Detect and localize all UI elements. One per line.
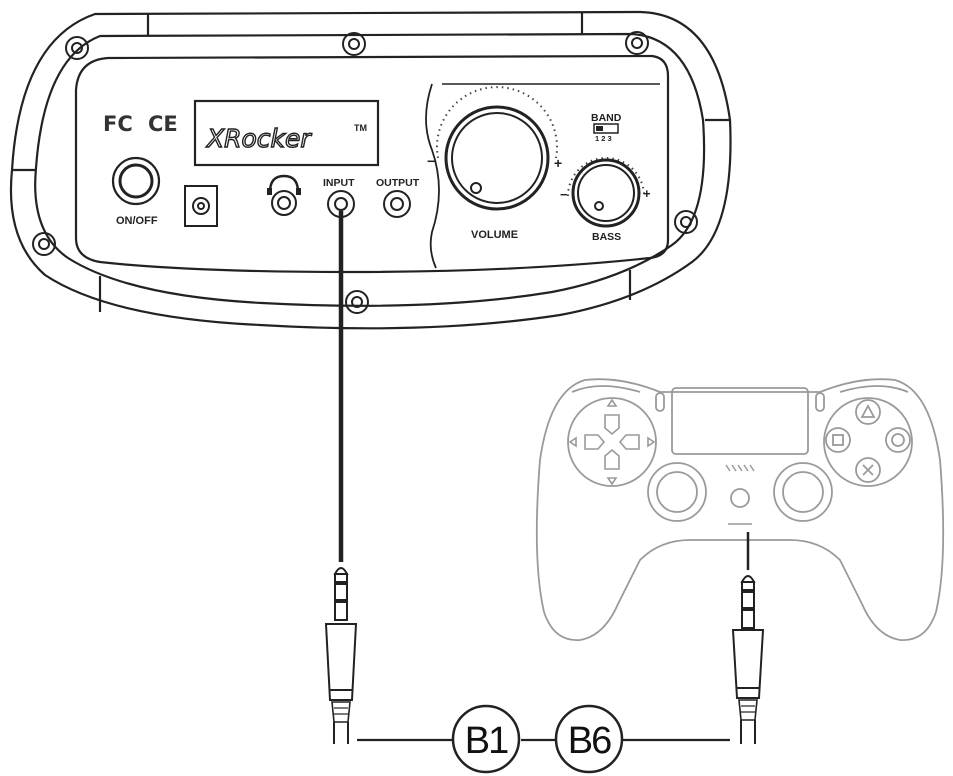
headphone-jack[interactable] [271,190,297,216]
ps-button[interactable] [730,488,750,508]
bass-label: BASS [592,231,621,243]
on-off-label: ON/OFF [116,215,158,227]
share-button[interactable] [655,392,665,412]
game-controller [535,378,945,641]
left-analog-stick[interactable] [647,462,707,522]
trademark-symbol: TM [354,123,367,133]
callout-b1-label: B1 [465,720,508,762]
controls-divider [425,83,440,269]
options-button[interactable] [815,392,825,412]
volume-plus-sign: + [554,155,562,171]
power-button[interactable] [111,156,161,206]
dc-power-jack[interactable] [184,185,218,227]
square-button-icon[interactable] [825,427,851,453]
input-label: INPUT [323,177,355,189]
band-switch[interactable] [593,123,619,134]
screw [625,31,649,55]
callout-b1: B1 [451,704,521,774]
screw [345,290,369,314]
touchpad[interactable] [671,387,809,455]
cross-button-icon[interactable] [855,457,881,483]
fc-mark: FC [103,112,133,136]
control-panel [9,10,732,330]
output-label: OUTPUT [376,177,420,189]
panel-face [74,54,670,274]
volume-label: VOLUME [471,229,518,241]
speaker-grille [725,464,755,472]
output-jack[interactable] [383,190,411,218]
controller-body [535,378,945,641]
bass-plus-sign: + [643,186,651,201]
circle-button-icon[interactable] [885,427,911,453]
volume-minus-sign: − [427,153,435,169]
callout-b6: B6 [554,704,624,774]
screw [342,32,366,56]
dpad-icon[interactable] [568,398,656,486]
screw [65,36,89,60]
band-positions: 1 2 3 [595,134,612,143]
screw [32,232,56,256]
panel-screws [32,31,698,314]
volume-knob[interactable] [444,105,550,211]
callout-b6-label: B6 [568,720,611,762]
bass-knob[interactable] [571,158,641,228]
panel-bezel [34,32,706,307]
ce-mark: CE [148,112,178,136]
right-audio-plug [731,575,765,744]
screw [674,210,698,234]
left-audio-plug [324,567,358,744]
triangle-button-icon[interactable] [855,399,881,425]
right-analog-stick[interactable] [773,462,833,522]
brand-logo: XRocker [205,124,312,153]
bass-scale [567,157,645,197]
bass-minus-sign: − [560,187,568,202]
band-label: BAND [591,112,622,124]
headphone-icon [268,174,300,193]
panel-outer-shell [9,10,732,330]
volume-scale [436,86,558,159]
brand-window [193,99,380,167]
